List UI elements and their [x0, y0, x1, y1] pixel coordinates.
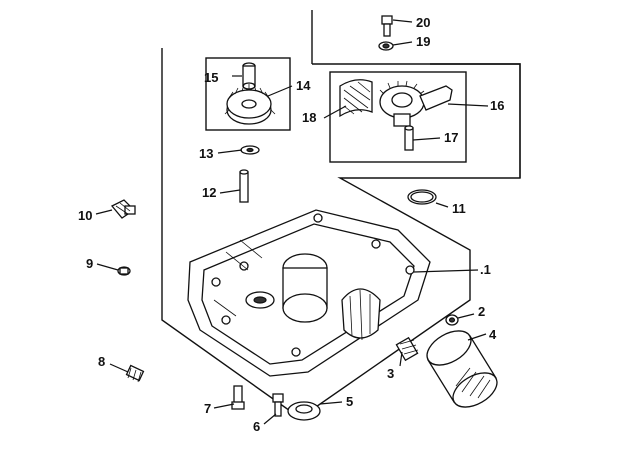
clip-13[interactable]	[240, 145, 260, 155]
callout-3: 3	[387, 366, 394, 381]
upper-frame	[311, 10, 521, 178]
shaft-12[interactable]	[239, 169, 249, 203]
bolt-20[interactable]	[381, 15, 393, 37]
callout-14: 14	[296, 78, 311, 93]
callout-19: 19	[416, 34, 430, 49]
oil-filter-4[interactable]	[421, 324, 503, 414]
gear-subassembly-box	[205, 57, 291, 131]
screen-18[interactable]	[339, 79, 373, 118]
o-ring-11[interactable]	[407, 189, 437, 205]
gear-14[interactable]	[224, 84, 276, 125]
callout-18: 18	[302, 110, 316, 125]
bolt-7[interactable]	[231, 385, 245, 410]
seal-5[interactable]	[287, 401, 321, 421]
callout-6: 6	[253, 419, 260, 434]
callout-10: 10	[78, 208, 92, 223]
pump-subassembly-box	[329, 71, 467, 163]
callout-8: 8	[98, 354, 105, 369]
callout-17: 17	[444, 130, 458, 145]
callout-13: 13	[199, 146, 213, 161]
crankcase-cover-1[interactable]	[187, 209, 431, 377]
callout-12: 12	[202, 185, 216, 200]
callout-7: 7	[204, 401, 211, 416]
oil-pump-16[interactable]	[379, 80, 453, 127]
plug-8[interactable]	[125, 364, 145, 383]
pin-17[interactable]	[404, 125, 414, 151]
callout-20: 20	[416, 15, 430, 30]
sensor-10[interactable]	[110, 199, 136, 219]
callout-15: 15	[204, 70, 218, 85]
callout-2: 2	[478, 304, 485, 319]
callout-9: 9	[86, 256, 93, 271]
leader-lines	[95, 19, 489, 425]
washer-19[interactable]	[378, 41, 394, 51]
callout-1: .1	[480, 262, 491, 277]
callout-11: 11	[452, 201, 466, 216]
bolt-6[interactable]	[272, 393, 284, 417]
nut-2[interactable]	[445, 314, 459, 326]
callout-16: 16	[490, 98, 504, 113]
callout-5: 5	[346, 394, 353, 409]
plug-9[interactable]	[117, 266, 131, 276]
shaft-pin-15[interactable]	[242, 62, 256, 90]
callout-4: 4	[489, 327, 497, 342]
fitting-3[interactable]	[395, 336, 419, 362]
